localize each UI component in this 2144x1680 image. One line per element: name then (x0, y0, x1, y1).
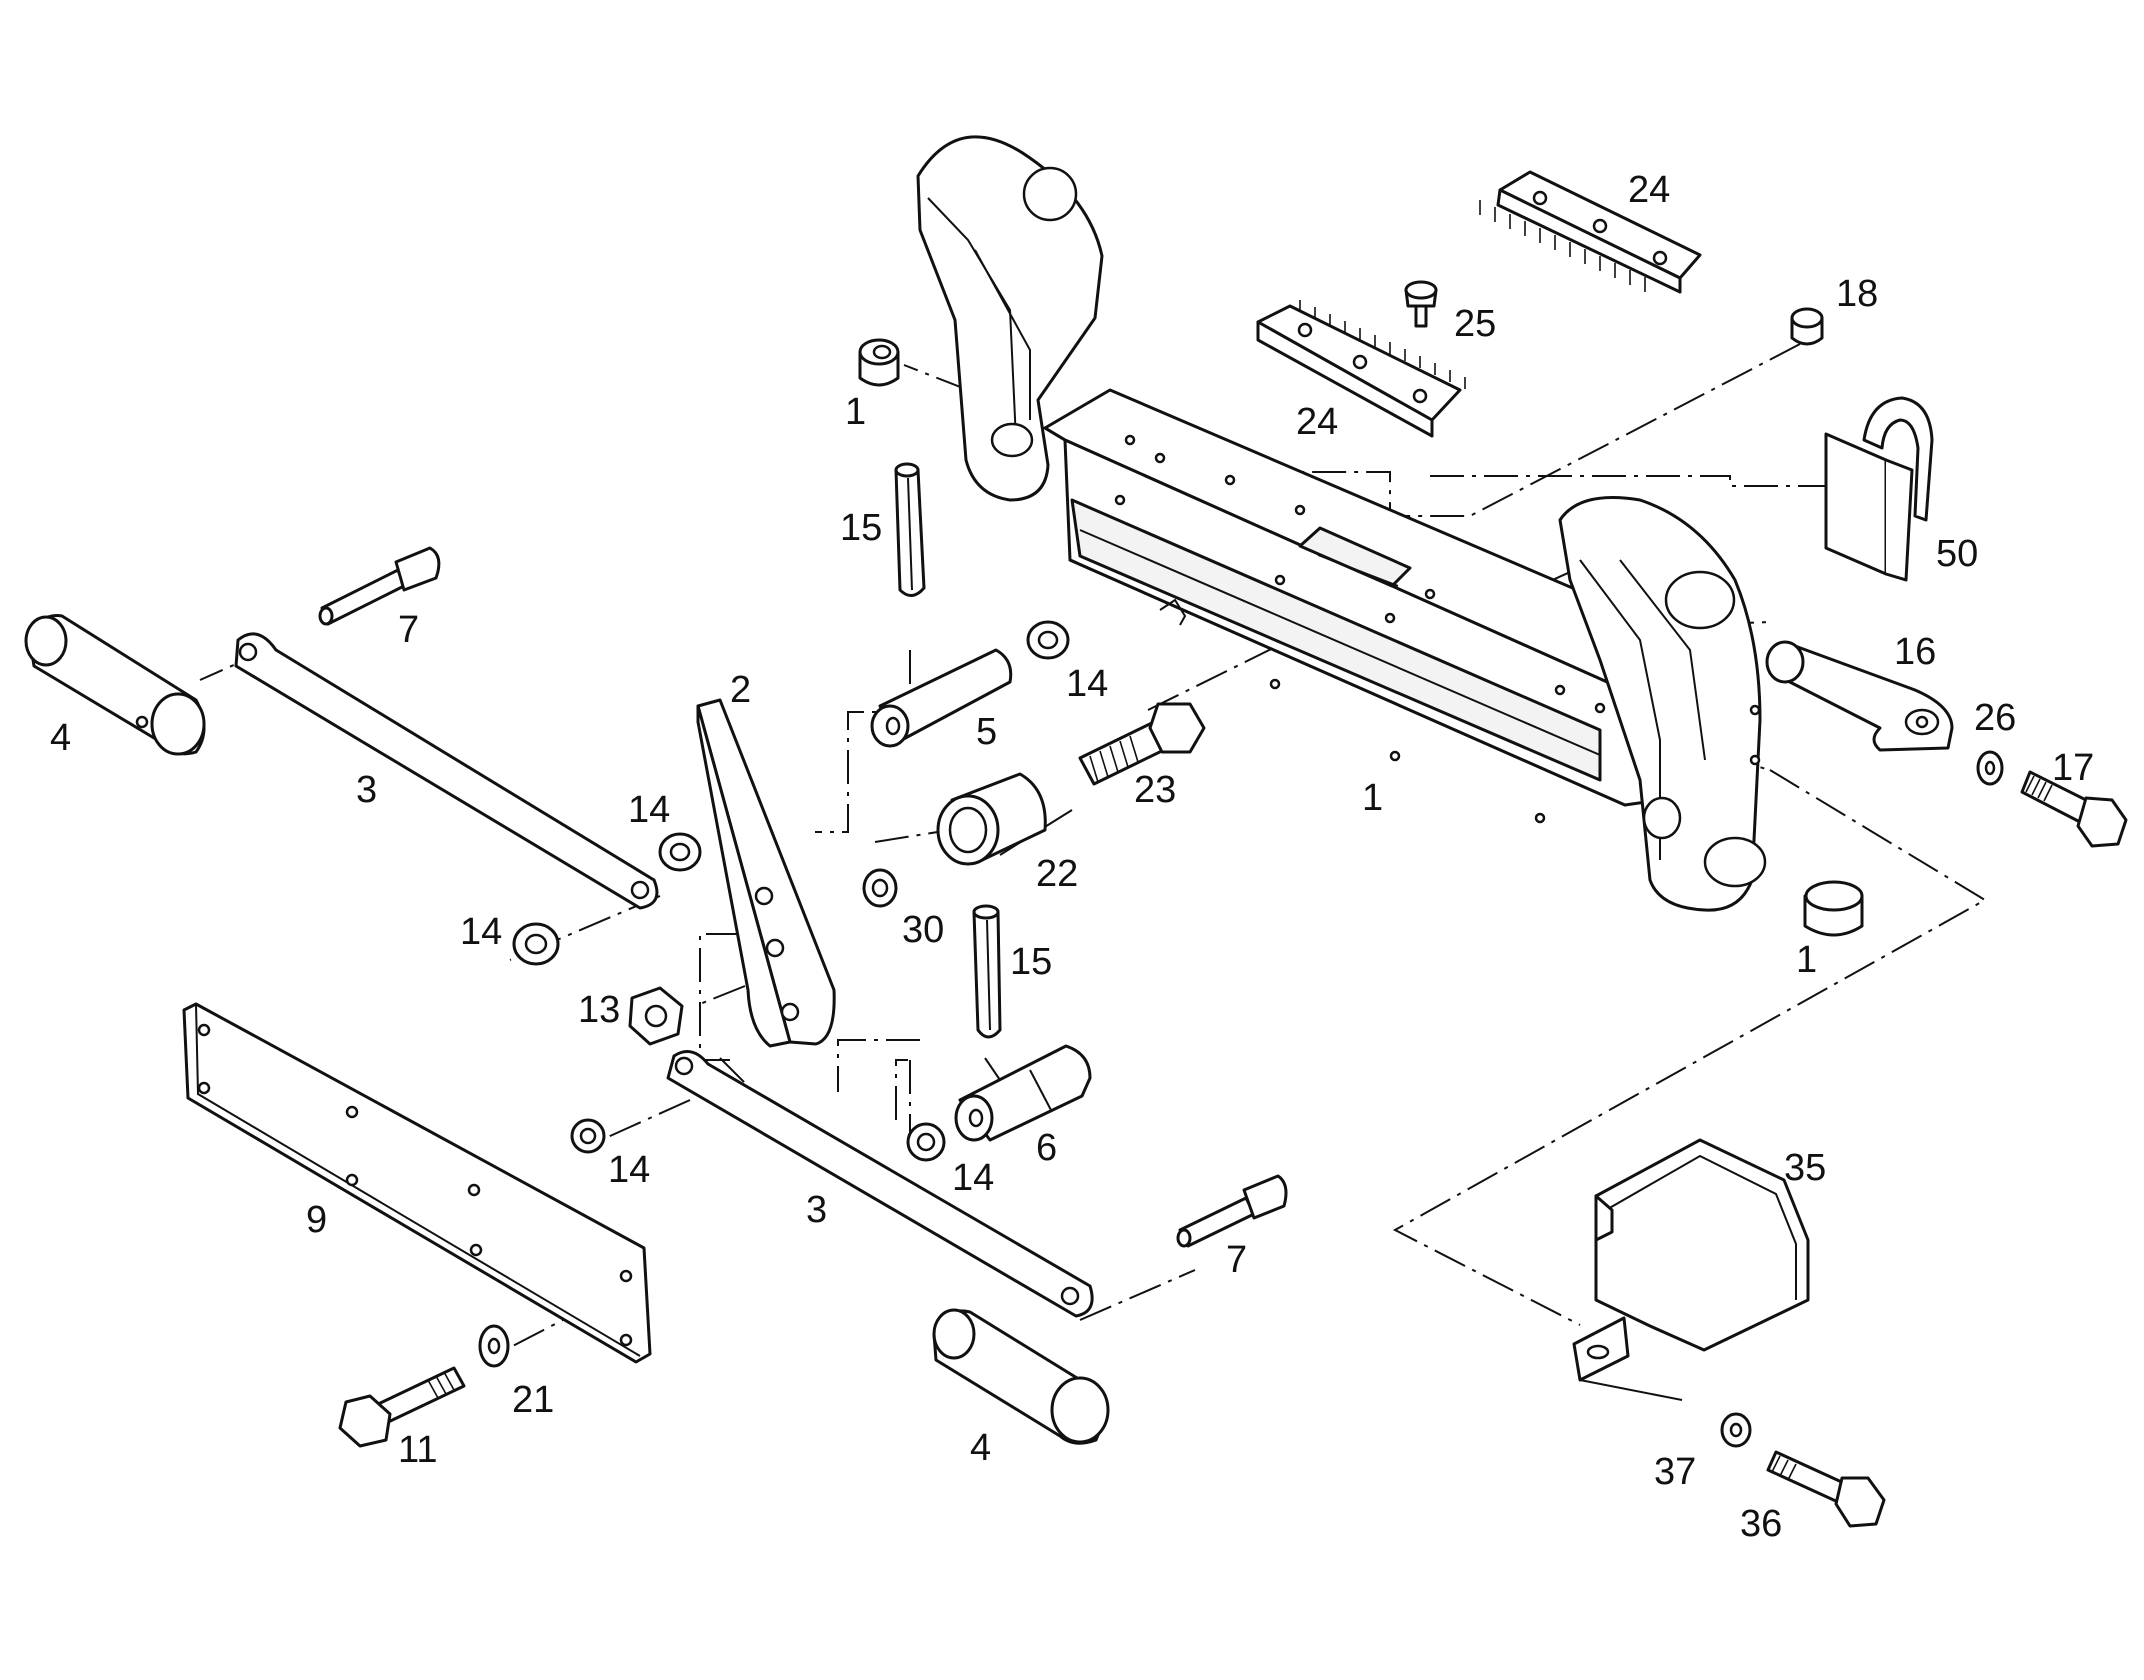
bushing-1-left (858, 338, 900, 387)
callout-14: 14 (460, 911, 502, 953)
callout-14: 14 (1066, 663, 1108, 705)
cap-18 (1790, 307, 1824, 346)
pin-15-upper (894, 462, 926, 597)
bolt-23 (1078, 702, 1206, 786)
callout-18: 18 (1836, 273, 1878, 315)
callout-14: 14 (628, 789, 670, 831)
callout-4: 4 (50, 717, 71, 759)
wear-strip-24-upper (1479, 170, 1702, 294)
callout-21: 21 (512, 1379, 554, 1421)
callout-24: 24 (1296, 401, 1338, 443)
pin-5 (870, 648, 1013, 748)
roller-4-upper (24, 614, 206, 756)
washer-14-upper (1026, 620, 1070, 660)
callout-14: 14 (608, 1149, 650, 1191)
callout-30: 30 (902, 909, 944, 951)
pin-7-lower (1176, 1174, 1288, 1248)
screw-25 (1404, 280, 1438, 328)
nut-13 (628, 986, 684, 1046)
callout-1: 1 (845, 391, 866, 433)
washer-30 (862, 868, 898, 908)
callout-labels: 1 1 1 2 3 3 4 4 5 6 7 7 9 11 13 14 14 14… (50, 169, 2094, 1545)
bolt-11 (338, 1366, 466, 1448)
callout-14: 14 (952, 1157, 994, 1199)
washer-26 (1976, 750, 2004, 786)
callout-50: 50 (1936, 533, 1978, 575)
wear-strip-24-lower (1256, 300, 1466, 438)
callout-3: 3 (806, 1189, 827, 1231)
callout-15: 15 (1010, 941, 1052, 983)
roller-4-lower (932, 1308, 1110, 1445)
callout-5: 5 (976, 711, 997, 753)
callout-11: 11 (398, 1429, 437, 1471)
callout-2: 2 (730, 669, 751, 711)
washer-14-lower-left (570, 1118, 606, 1154)
callout-16: 16 (1894, 631, 1936, 673)
bushing-22 (936, 772, 1047, 866)
callout-37: 37 (1654, 1451, 1696, 1493)
callout-22: 22 (1036, 853, 1078, 895)
washer-37 (1720, 1412, 1752, 1448)
pin-15-lower (972, 904, 1002, 1039)
callout-1: 1 (1362, 777, 1383, 819)
bushing-1-right (1803, 880, 1864, 937)
main-frame (916, 135, 1767, 912)
pin-16 (1765, 640, 1954, 752)
callout-25: 25 (1454, 303, 1496, 345)
pin-7-upper (318, 546, 441, 626)
tag-50 (1824, 396, 1934, 582)
bolt-36 (1766, 1450, 1886, 1528)
guard-35 (1572, 1138, 1810, 1401)
callout-3: 3 (356, 769, 377, 811)
callout-23: 23 (1134, 769, 1176, 811)
callout-36: 36 (1740, 1503, 1782, 1545)
plate-9 (182, 1002, 652, 1364)
bolt-17 (2020, 770, 2128, 848)
link-3-upper (234, 632, 659, 910)
callout-35: 35 (1784, 1147, 1826, 1189)
callout-9: 9 (306, 1199, 327, 1241)
frame-holes (1114, 434, 1761, 824)
washer-14-lower-right (906, 1122, 946, 1162)
callout-17: 17 (2052, 747, 2094, 789)
callout-1: 1 (1796, 939, 1817, 981)
washer-14-link-left (512, 922, 560, 966)
callout-15: 15 (840, 507, 882, 549)
callout-7: 7 (398, 609, 419, 651)
link-plate-2 (696, 698, 836, 1048)
callout-7: 7 (1226, 1239, 1247, 1281)
callout-6: 6 (1036, 1127, 1057, 1169)
callout-24: 24 (1628, 169, 1670, 211)
callout-26: 26 (1974, 697, 2016, 739)
link-3-lower (666, 1050, 1094, 1318)
callout-4: 4 (970, 1427, 991, 1469)
washer-21 (478, 1324, 510, 1368)
pin-6 (954, 1044, 1092, 1142)
washer-14-link-right (658, 832, 702, 872)
callout-13: 13 (578, 989, 620, 1031)
